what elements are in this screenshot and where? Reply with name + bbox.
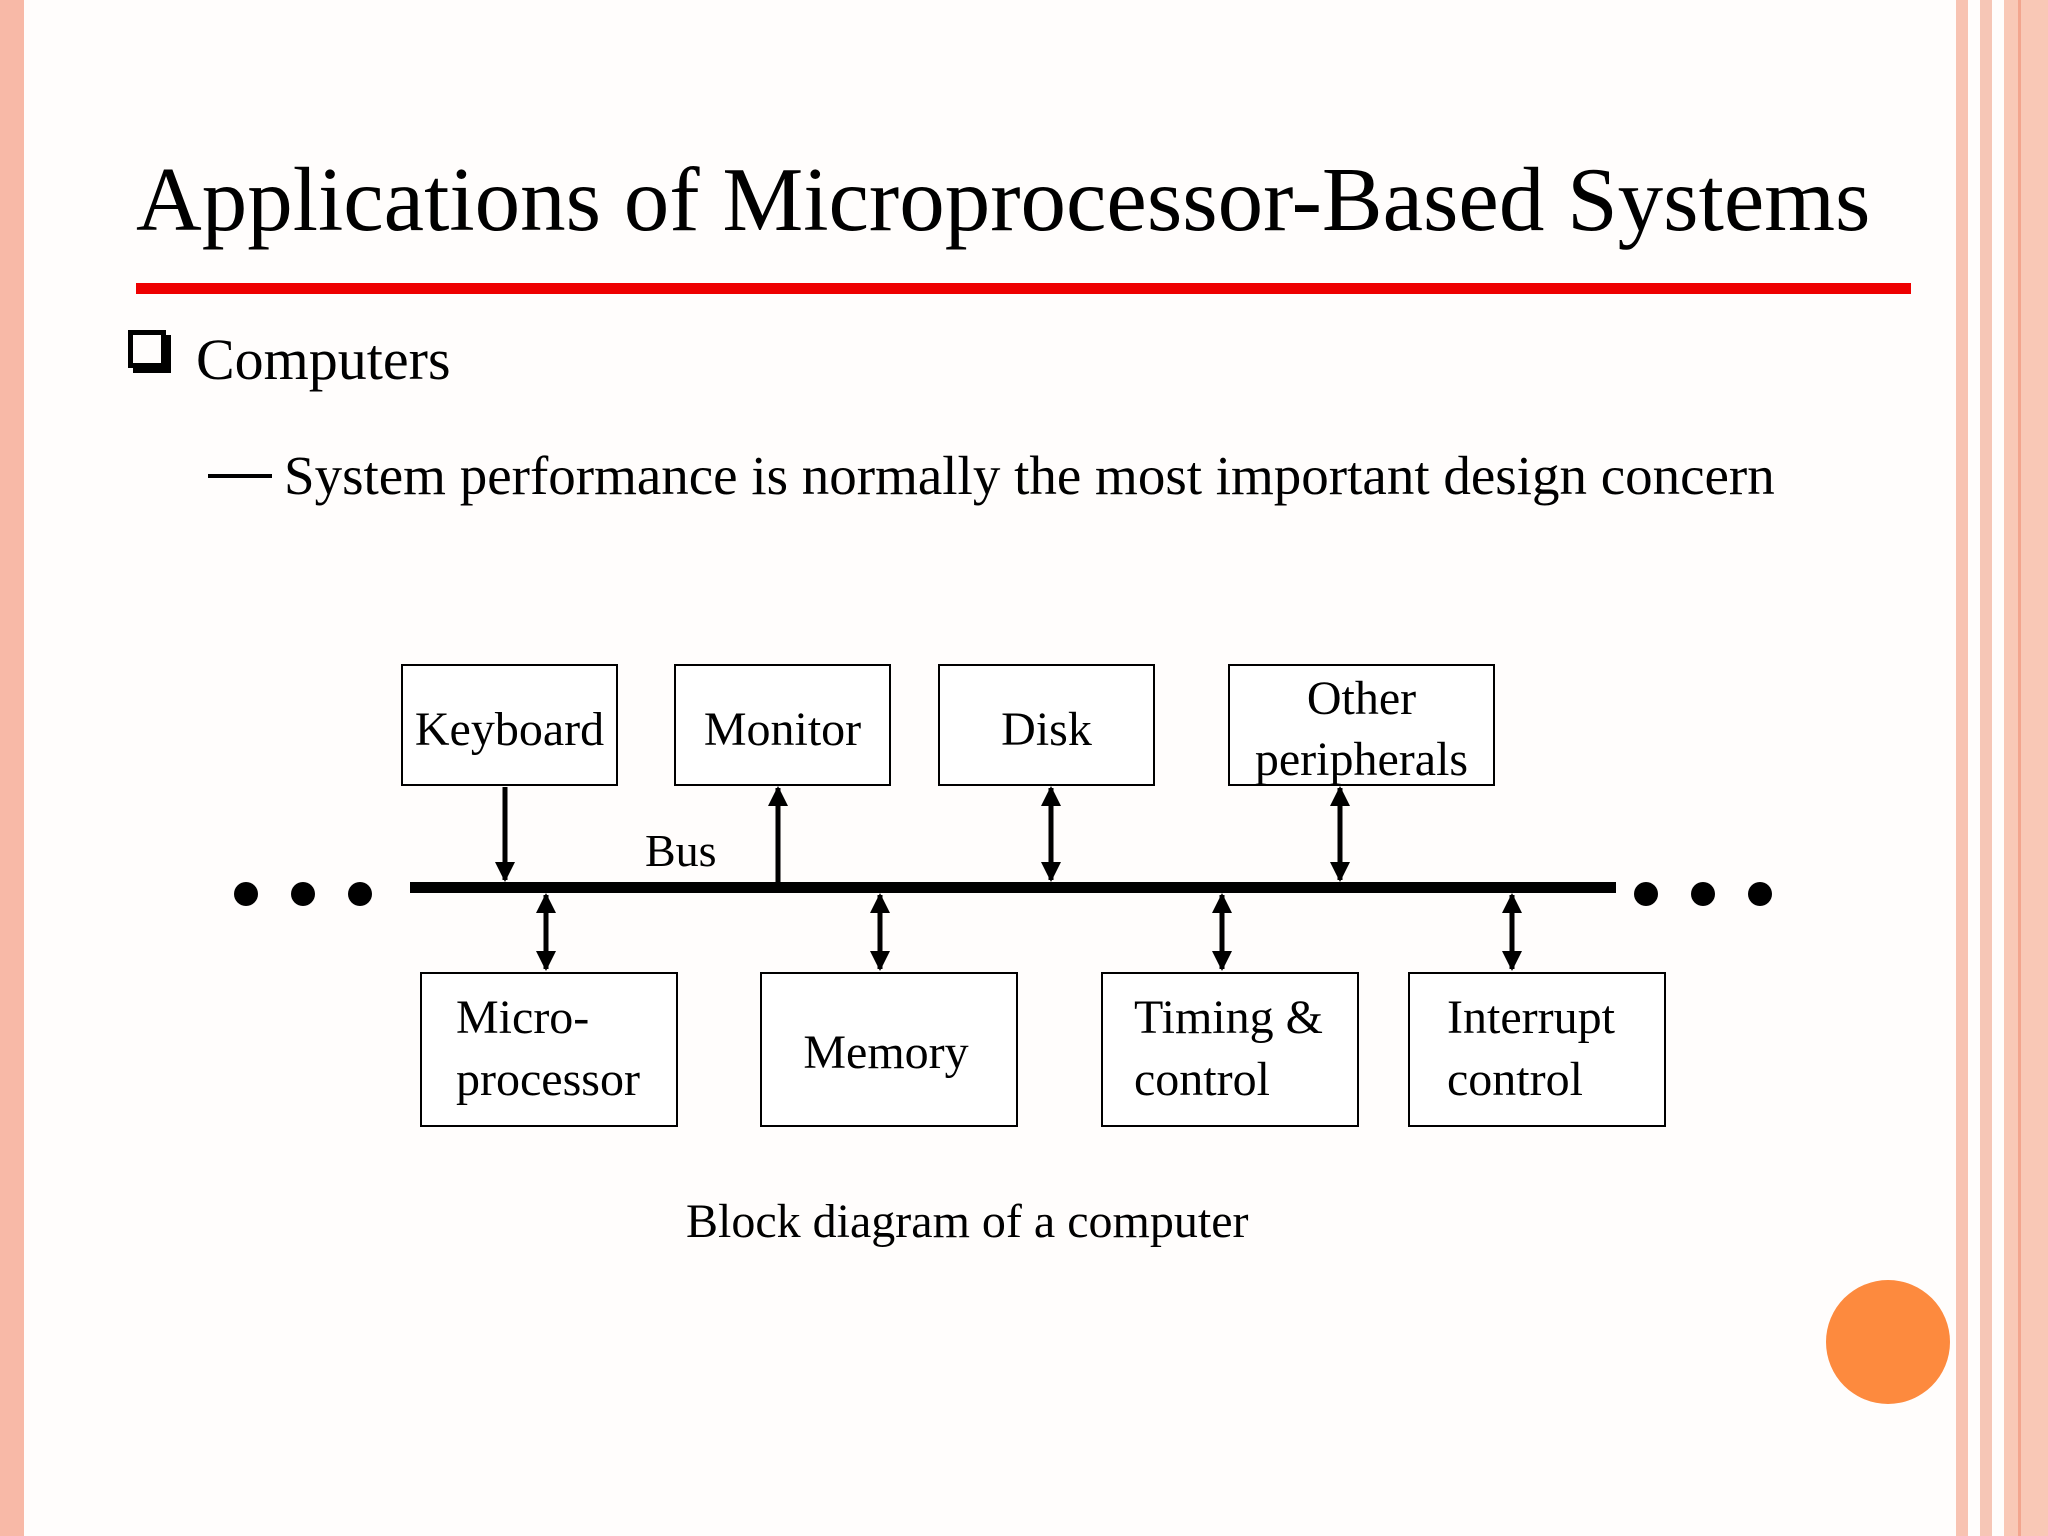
right-border-stripe-2	[1980, 0, 1992, 1536]
monitor-label: Monitor	[704, 703, 861, 756]
bus-line	[410, 882, 1616, 893]
memory-label: Memory	[803, 1026, 968, 1079]
left-border-stripe	[0, 0, 24, 1536]
disk-label: Disk	[1001, 703, 1092, 756]
sub-bullet-text: System performance is normally the most …	[284, 445, 1775, 506]
title-underline	[136, 283, 1911, 294]
interrupt-control-label-line2: control	[1447, 1053, 1583, 1106]
microprocessor-label-line2: processor	[456, 1053, 640, 1106]
ellipsis-dot-right-3	[1748, 882, 1772, 906]
ellipsis-dot-right-1	[1634, 882, 1658, 906]
ellipsis-dot-left-1	[234, 882, 258, 906]
timing-control-label-line2: control	[1134, 1053, 1270, 1106]
microprocessor-block	[420, 972, 678, 1127]
interrupt-control-block	[1408, 972, 1666, 1127]
bullet-computers: Computers	[196, 327, 451, 392]
keyboard-block	[401, 664, 618, 786]
ellipsis-dot-left-2	[291, 882, 315, 906]
right-border-stripe-3	[2004, 0, 2048, 1536]
other-peripherals-block	[1228, 664, 1495, 786]
microprocessor-label-line1: Micro-	[456, 991, 589, 1044]
other-peripherals-label-line1: Other	[1307, 672, 1416, 725]
bus-label: Bus	[645, 825, 717, 876]
memory-block	[760, 972, 1018, 1127]
dash-bullet-icon	[208, 474, 272, 478]
ellipsis-dot-right-2	[1691, 882, 1715, 906]
right-border-stripe-1	[1956, 0, 1968, 1536]
decorative-orange-circle	[1826, 1280, 1950, 1404]
ellipsis-dot-left-3	[348, 882, 372, 906]
right-border-line	[2018, 0, 2021, 1536]
keyboard-label: Keyboard	[415, 703, 604, 756]
interrupt-control-label-line1: Interrupt	[1447, 991, 1616, 1044]
timing-control-block	[1101, 972, 1359, 1127]
other-peripherals-label-line2: peripherals	[1255, 733, 1468, 786]
diagram-caption: Block diagram of a computer	[686, 1195, 1249, 1248]
disk-block	[938, 664, 1155, 786]
monitor-block	[674, 664, 891, 786]
slide-title: Applications of Microprocessor-Based Sys…	[136, 149, 1871, 250]
timing-control-label-line1: Timing &	[1134, 991, 1323, 1044]
checkbox-bullet-icon	[128, 330, 166, 368]
